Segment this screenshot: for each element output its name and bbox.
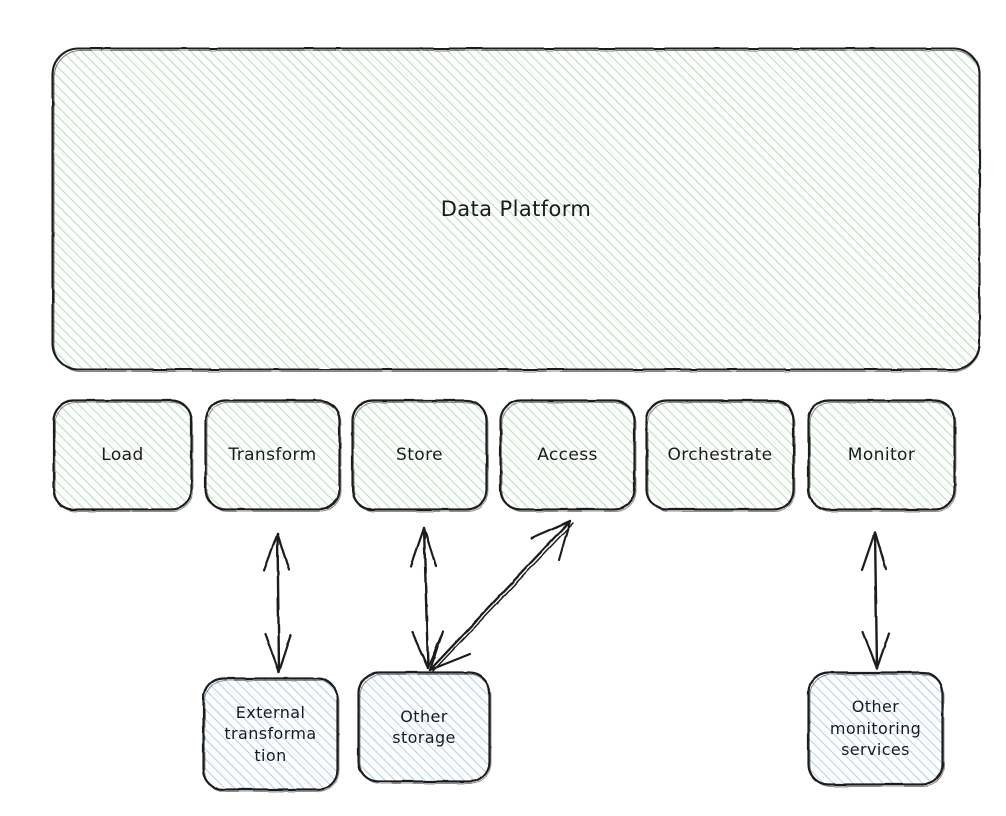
node-data-platform[interactable]	[51, 47, 981, 373]
node-other-monitoring-services[interactable]	[807, 671, 945, 787]
node-orchestrate[interactable]	[645, 399, 796, 512]
node-external-transformation[interactable]	[202, 677, 340, 792]
other-monitoring-fill-2	[808, 672, 943, 785]
access-fill-2	[500, 400, 635, 510]
store-fill-2	[352, 400, 487, 510]
node-other-storage[interactable]	[357, 671, 492, 784]
load-outline	[52, 399, 194, 512]
node-load[interactable]	[52, 399, 194, 512]
transform-fill-2	[205, 400, 340, 510]
access-outline	[499, 399, 637, 512]
transform-outline	[204, 399, 342, 512]
other-storage-fill-2	[358, 672, 490, 782]
monitor-fill-2	[808, 400, 955, 510]
node-store[interactable]	[351, 399, 489, 512]
monitor-outline	[807, 399, 957, 512]
node-transform[interactable]	[204, 399, 342, 512]
other-storage-outline	[357, 671, 492, 784]
store-outline	[351, 399, 489, 512]
external-transformation-fill-2	[203, 678, 338, 790]
external-transformation-outline	[202, 677, 340, 792]
node-monitor[interactable]	[807, 399, 957, 512]
data-platform-outline	[51, 47, 981, 373]
orchestrate-fill-2	[646, 400, 794, 510]
orchestrate-outline	[645, 399, 796, 512]
data-platform-fill-2	[52, 48, 980, 370]
other-monitoring-outline	[807, 671, 945, 787]
node-access[interactable]	[499, 399, 637, 512]
connector-store-other-storage	[409, 526, 444, 670]
connector-transform-external	[262, 532, 293, 674]
load-fill-2	[53, 400, 192, 510]
connector-access-other-storage	[428, 519, 574, 672]
connector-monitor-other-monitoring	[860, 530, 891, 670]
